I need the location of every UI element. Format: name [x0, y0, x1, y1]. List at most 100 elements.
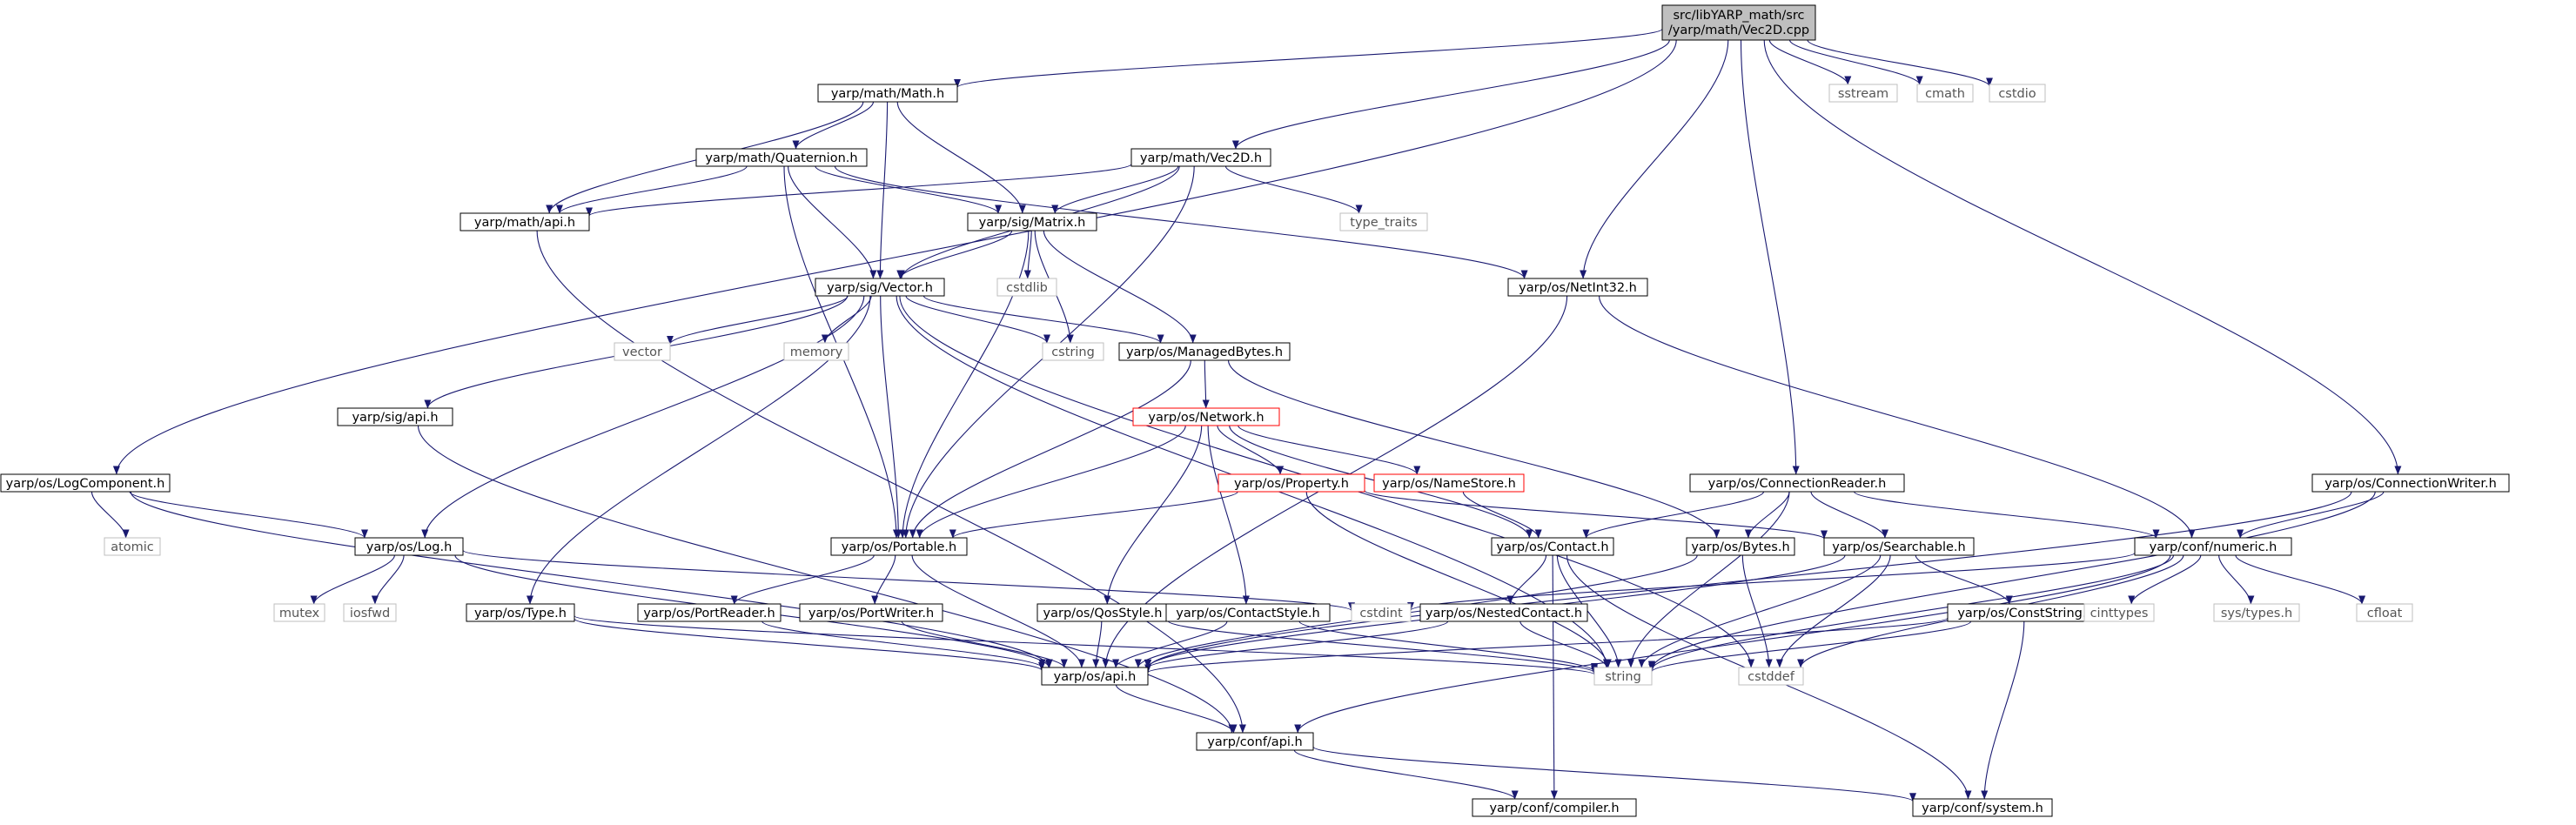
graph-node-yarp-os-nestedcontact-h[interactable]: yarp/os/NestedContact.h: [1419, 603, 1588, 622]
edge-yarp-os-portwriter-h-to-yarp-os-api-h: [901, 620, 1068, 668]
node-label: sstream: [1838, 87, 1888, 101]
edge-yarp-conf-numeric-h-to-sys-types-h: [2218, 554, 2255, 605]
edge-yarp-conf-numeric-h-to-cfloat: [2235, 554, 2366, 605]
graph-node-yarp-math-math-h[interactable]: yarp/math/Math.h: [817, 84, 958, 103]
graph-node-cstdio: cstdio: [1989, 84, 2046, 103]
graph-node-yarp-conf-api-h[interactable]: yarp/conf/api.h: [1196, 732, 1314, 751]
edge-yarp-os-type-h-to-string: [574, 615, 1598, 675]
graph-node-yarp-conf-compiler-h[interactable]: yarp/conf/compiler.h: [1472, 798, 1637, 817]
node-label: yarp/os/PortWriter.h: [808, 607, 934, 620]
edge-yarp-os-bytes-h-to-cstddef: [1741, 554, 1773, 668]
graph-node-yarp-math-vec2d-h[interactable]: yarp/math/Vec2D.h: [1130, 148, 1271, 167]
edge-yarp-conf-numeric-h-to-cinttypes: [2128, 554, 2202, 605]
graph-node-yarp-os-searchable-h[interactable]: yarp/os/Searchable.h: [1823, 537, 1975, 556]
node-label: cmath: [1925, 87, 1965, 101]
graph-node-yarp-os-api-h[interactable]: yarp/os/api.h: [1041, 667, 1149, 686]
node-label: yarp/os/ManagedBytes.h: [1126, 345, 1283, 359]
edge-yarp-os-searchable-h-to-string: [1638, 554, 1882, 668]
graph-node-yarp-conf-system-h[interactable]: yarp/conf/system.h: [1912, 798, 2053, 817]
edge-yarp-os-connectionreader-h-to-yarp-os-contact-h: [1582, 491, 1765, 539]
root-label-line-1: src/libYARP_math/src: [1674, 9, 1805, 23]
edge-yarp-os-logcomponent-h-to-atomic: [91, 491, 130, 539]
node-label: yarp/sig/Matrix.h: [979, 216, 1086, 230]
edge-yarp-os-connectionreader-h-to-yarp-os-bytes-h: [1744, 491, 1790, 539]
node-label: cstdint: [1359, 607, 1403, 620]
edge-root-to-yarp-math-vec2d-h: [1232, 39, 1670, 150]
node-label: yarp/conf/api.h: [1207, 735, 1302, 749]
graph-node-yarp-os-namestore-h[interactable]: yarp/os/NameStore.h: [1373, 473, 1525, 493]
edge-yarp-os-connectionreader-h-to-string: [1627, 491, 1790, 668]
edge-yarp-sig-matrix-h-to-yarp-os-portable-h: [899, 230, 1030, 539]
graph-node-yarp-sig-vector-h[interactable]: yarp/sig/Vector.h: [815, 278, 945, 297]
graph-node-yarp-os-bytes-h[interactable]: yarp/os/Bytes.h: [1686, 537, 1795, 556]
edge-yarp-conf-numeric-h-to-string: [1648, 554, 2175, 671]
graph-node-mutex: mutex: [273, 603, 325, 622]
graph-node-yarp-math-quaternion-h[interactable]: yarp/math/Quaternion.h: [695, 148, 868, 167]
edge-yarp-os-contactstyle-h-to-string: [1298, 620, 1598, 672]
edge-yarp-math-quaternion-h-to-yarp-math-api-h: [556, 165, 748, 214]
graph-node-yarp-os-qosstyle-h[interactable]: yarp/os/QosStyle.h: [1036, 603, 1169, 622]
node-label: yarp/sig/api.h: [352, 411, 438, 425]
edge-yarp-os-property-h-to-yarp-os-portable-h: [949, 491, 1238, 539]
edge-yarp-os-contact-h-to-yarp-os-nestedcontact-h: [1506, 554, 1547, 605]
graph-node-yarp-os-portwriter-h[interactable]: yarp/os/PortWriter.h: [799, 603, 943, 622]
node-label: yarp/sig/Vector.h: [827, 281, 933, 295]
graph-node-yarp-os-portreader-h[interactable]: yarp/os/PortReader.h: [637, 603, 782, 622]
edge-root-to-cmath: [1788, 39, 1923, 85]
graph-node-yarp-os-log-h[interactable]: yarp/os/Log.h: [354, 537, 464, 556]
node-label: yarp/os/NetInt32.h: [1519, 281, 1637, 295]
edge-yarp-math-math-h-to-yarp-sig-vector-h: [876, 101, 889, 279]
graph-node-yarp-os-property-h[interactable]: yarp/os/Property.h: [1218, 473, 1365, 493]
edge-yarp-sig-vector-h-to-cstring: [905, 295, 1050, 344]
graph-node-yarp-os-contact-h[interactable]: yarp/os/Contact.h: [1491, 537, 1614, 556]
edge-yarp-math-vec2d-h-to-yarp-math-api-h: [586, 164, 1132, 217]
edge-yarp-os-property-h-to-yarp-os-searchable-h: [1364, 490, 1828, 540]
edge-yarp-sig-matrix-h-to-yarp-sig-vector-h: [896, 230, 1013, 279]
graph-node-yarp-os-type-h[interactable]: yarp/os/Type.h: [466, 603, 575, 622]
edge-root-to-sstream: [1768, 39, 1852, 85]
edge-yarp-os-bytes-h-to-yarp-os-api-h: [1134, 554, 1698, 668]
node-label: yarp/os/Property.h: [1234, 477, 1349, 491]
edge-yarp-sig-vector-h-to-yarp-os-managedbytes-h: [922, 295, 1164, 344]
edge-yarp-os-conststring-h-to-yarp-conf-system-h: [1981, 620, 2025, 800]
edge-yarp-os-managedbytes-h-to-yarp-os-bytes-h: [1227, 359, 1721, 539]
graph-node-yarp-os-logcomponent-h[interactable]: yarp/os/LogComponent.h: [0, 473, 171, 493]
graph-node-yarp-os-network-h[interactable]: yarp/os/Network.h: [1132, 407, 1280, 426]
edge-yarp-os-type-h-to-yarp-os-api-h: [574, 618, 1045, 671]
graph-node-yarp-os-connectionwriter-h[interactable]: yarp/os/ConnectionWriter.h: [2311, 473, 2510, 493]
edge-yarp-os-searchable-h-to-cstddef: [1775, 554, 1891, 668]
graph-node-root[interactable]: src/libYARP_math/src /yarp/math/Vec2D.cp…: [1661, 4, 1816, 41]
edge-yarp-os-network-h-to-yarp-os-qosstyle-h: [1104, 425, 1203, 605]
node-label: yarp/os/NameStore.h: [1382, 477, 1516, 491]
node-label: yarp/os/Contact.h: [1496, 540, 1608, 554]
graph-node-yarp-os-managedbytes-h[interactable]: yarp/os/ManagedBytes.h: [1118, 342, 1291, 361]
graph-node-yarp-sig-api-h[interactable]: yarp/sig/api.h: [337, 407, 453, 426]
graph-node-yarp-sig-matrix-h[interactable]: yarp/sig/Matrix.h: [967, 212, 1097, 231]
edge-yarp-os-contactstyle-h-to-yarp-os-api-h: [1112, 620, 1228, 668]
node-label: yarp/math/Quaternion.h: [705, 151, 857, 165]
node-label: sys/types.h: [2221, 607, 2292, 620]
graph-node-yarp-os-connectionreader-h[interactable]: yarp/os/ConnectionReader.h: [1689, 473, 1905, 493]
edge-yarp-os-portable-h-to-yarp-os-api-h: [911, 554, 1085, 668]
edge-yarp-os-network-h-to-yarp-os-property-h: [1217, 425, 1285, 475]
edge-yarp-os-property-h-to-string: [1305, 491, 1612, 668]
graph-node-yarp-math-api-h[interactable]: yarp/math/api.h: [460, 212, 590, 231]
edge-yarp-math-vec2d-h-to-yarp-sig-matrix-h: [1051, 165, 1179, 214]
graph-node-yarp-conf-numeric-h[interactable]: yarp/conf/numeric.h: [2134, 537, 2292, 556]
node-label: yarp/conf/compiler.h: [1489, 802, 1619, 815]
graph-node-sys-types-h: sys/types.h: [2213, 603, 2300, 622]
node-label: yarp/os/Searchable.h: [1832, 540, 1965, 554]
node-label: yarp/os/ContactStyle.h: [1176, 607, 1319, 620]
graph-node-yarp-os-conststring-h[interactable]: yarp/os/ConstString.h: [1947, 603, 2105, 622]
graph-node-yarp-os-contactstyle-h[interactable]: yarp/os/ContactStyle.h: [1165, 603, 1331, 622]
graph-node-yarp-os-portable-h[interactable]: yarp/os/Portable.h: [830, 537, 968, 556]
node-label: yarp/os/api.h: [1054, 670, 1137, 684]
root-label-line-2: /yarp/math/Vec2D.cpp: [1668, 23, 1809, 37]
edge-yarp-os-connectionreader-h-to-yarp-os-searchable-h: [1810, 491, 1888, 539]
edge-yarp-sig-api-h-to-yarp-conf-api-h: [417, 425, 1236, 734]
edge-root-to-yarp-math-math-h: [954, 28, 1663, 88]
node-label: yarp/os/NestedContact.h: [1426, 607, 1582, 620]
node-label: yarp/os/ConstString.h: [1957, 607, 2094, 620]
graph-node-yarp-os-netint32-h[interactable]: yarp/os/NetInt32.h: [1507, 278, 1648, 297]
